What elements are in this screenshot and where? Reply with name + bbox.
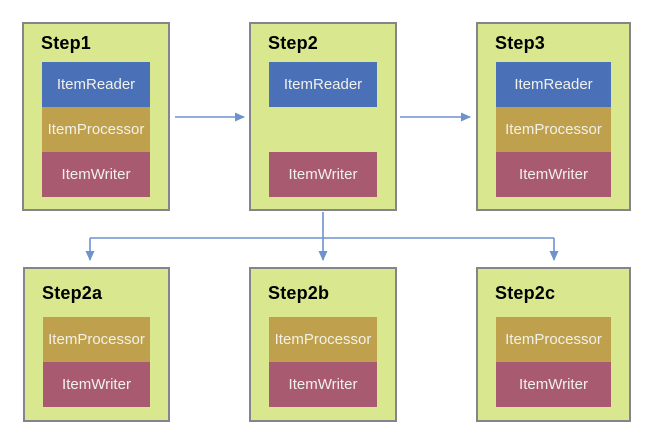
item-writer-block: ItemWriter [496, 152, 611, 197]
step-title: Step2b [268, 282, 330, 303]
step-box-step1: Step1 ItemReader ItemProcessor ItemWrite… [22, 22, 170, 211]
item-processor-block: ItemProcessor [42, 107, 150, 152]
step-box-step2b: Step2b ItemProcessor ItemWriter [249, 267, 397, 422]
step-title: Step2c [495, 282, 556, 303]
item-reader-block: ItemReader [496, 62, 611, 107]
step-title: Step3 [495, 32, 546, 53]
item-processor-block: ItemProcessor [43, 317, 150, 362]
item-writer-block: ItemWriter [269, 152, 377, 197]
step-box-step2c: Step2c ItemProcessor ItemWriter [476, 267, 631, 422]
item-processor-block: ItemProcessor [496, 107, 611, 152]
empty-component-slot [269, 107, 377, 152]
item-reader-block: ItemReader [269, 62, 377, 107]
item-processor-block: ItemProcessor [496, 317, 611, 362]
step-title: Step2 [268, 32, 319, 53]
step-title: Step2a [42, 282, 103, 303]
item-processor-block: ItemProcessor [269, 317, 377, 362]
item-writer-block: ItemWriter [42, 152, 150, 197]
item-writer-block: ItemWriter [269, 362, 377, 407]
item-writer-block: ItemWriter [496, 362, 611, 407]
item-reader-block: ItemReader [42, 62, 150, 107]
item-writer-block: ItemWriter [43, 362, 150, 407]
step-box-step3: Step3 ItemReader ItemProcessor ItemWrite… [476, 22, 631, 211]
step-box-step2a: Step2a ItemProcessor ItemWriter [23, 267, 170, 422]
step-box-step2: Step2 ItemReader ItemWriter [249, 22, 397, 211]
step-title: Step1 [41, 32, 92, 53]
